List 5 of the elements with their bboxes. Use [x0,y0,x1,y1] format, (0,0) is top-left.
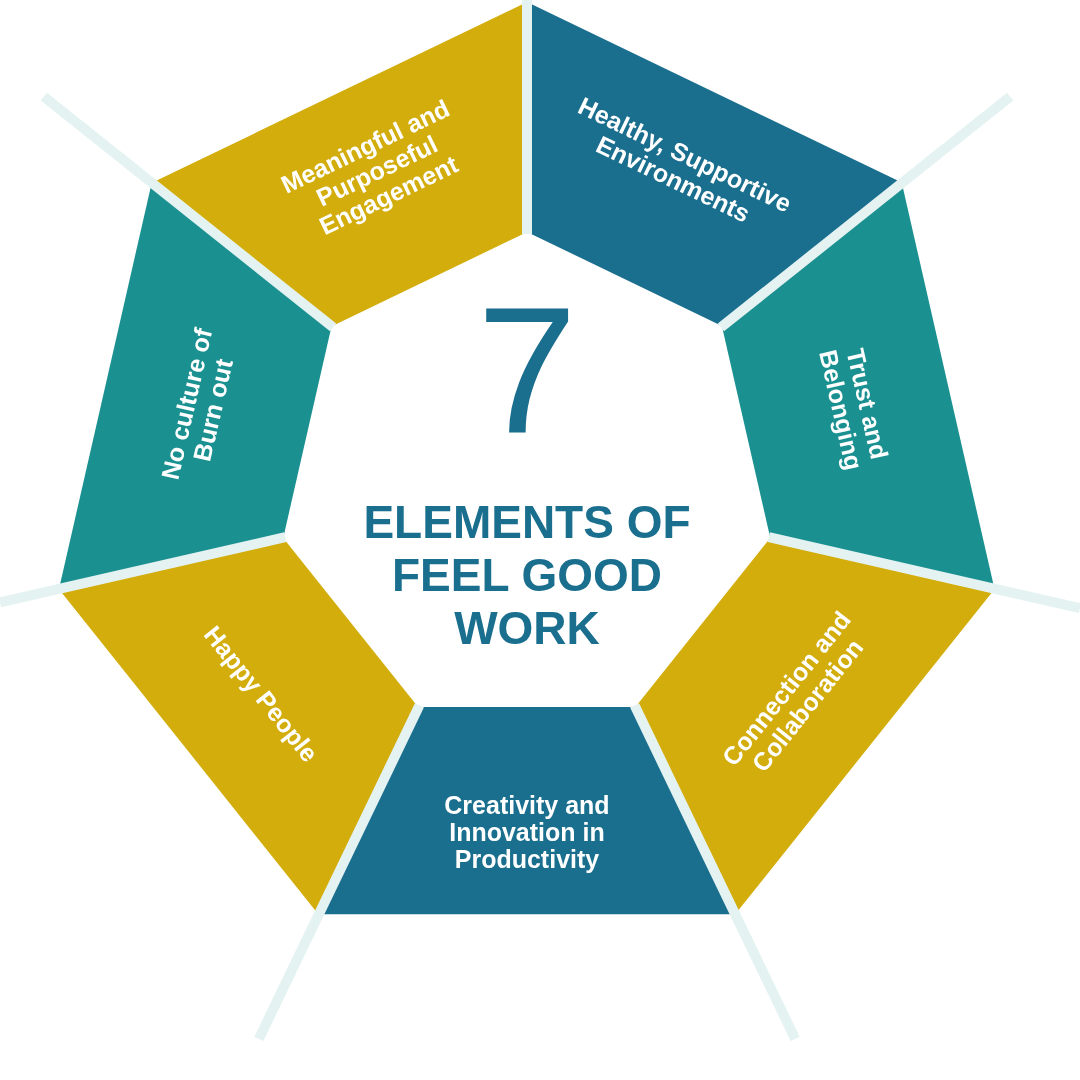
segment-label: Trust and Belonging [812,345,895,475]
big-number: 7 [476,284,578,456]
segment-label: Creativity and Innovation in Productivity [443,791,611,873]
segment-label: No culture of Burn out [154,325,240,485]
center-heading: ELEMENTS OF FEEL GOOD WORK [362,495,692,655]
